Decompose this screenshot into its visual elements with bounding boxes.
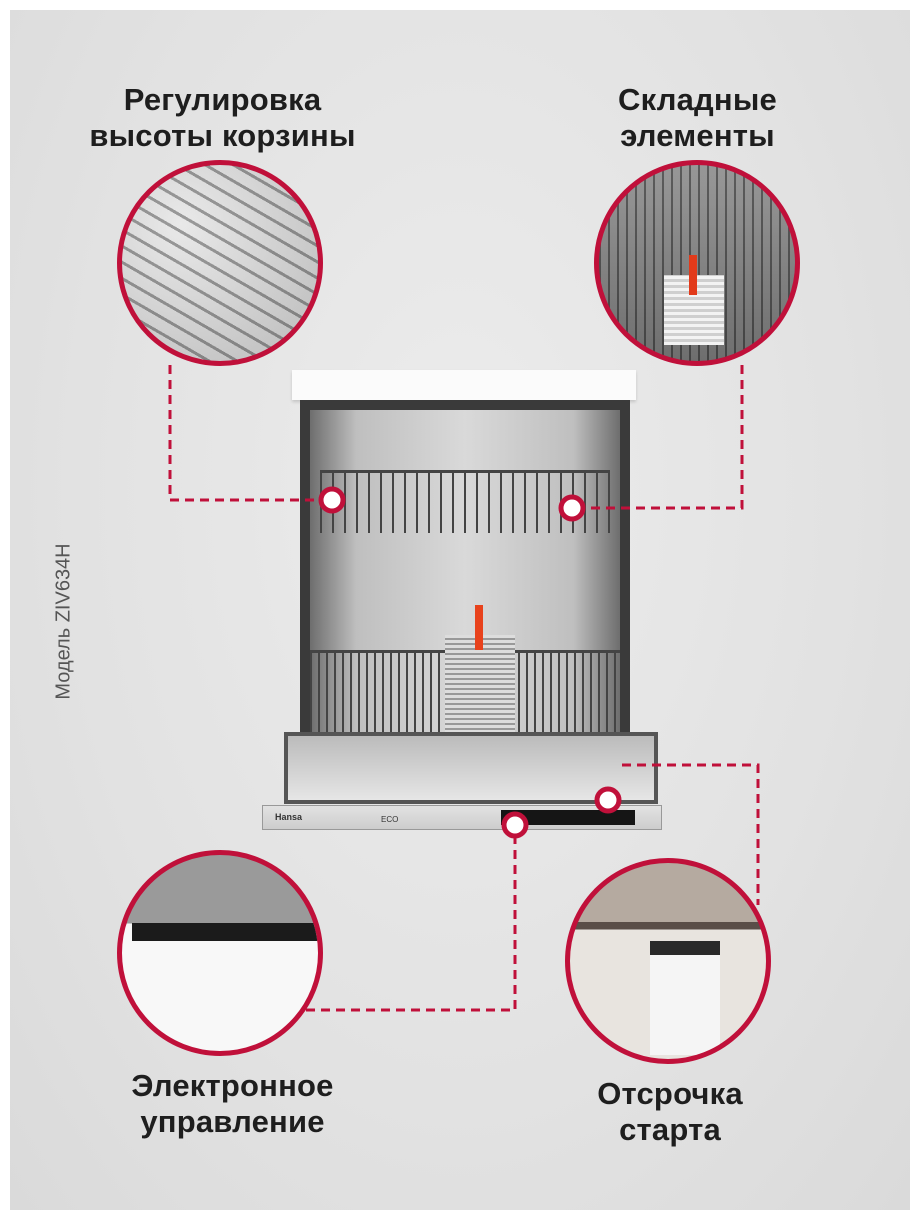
red-holder xyxy=(475,605,483,650)
caption-delay-start: Отсрочка старта xyxy=(550,1076,790,1148)
cutlery-basket xyxy=(445,635,515,735)
door-inner xyxy=(284,732,658,804)
callout-line-control xyxy=(305,835,517,1012)
callout-line-basket xyxy=(168,365,325,502)
caption-line: Электронное xyxy=(131,1068,334,1103)
caption-electronic-control: Электронное управление xyxy=(90,1068,375,1140)
red-holder xyxy=(689,255,697,295)
caption-line: старта xyxy=(619,1112,721,1147)
eco-indicator: ECO xyxy=(381,815,399,824)
marker-control xyxy=(501,811,529,839)
caption-line: Регулировка xyxy=(123,82,322,117)
marker-delay xyxy=(594,786,622,814)
brand-logo: Hansa xyxy=(275,812,303,822)
kitchen-photo-circle xyxy=(565,858,771,1064)
callout-line-delay xyxy=(622,763,760,905)
control-panel-photo-circle xyxy=(117,850,323,1056)
control-panel: Hansa ECO xyxy=(262,805,662,830)
caption-line: элементы xyxy=(620,118,775,153)
callout-lines xyxy=(168,365,760,1012)
callout-line-folding xyxy=(590,365,744,510)
panel-strip xyxy=(132,923,318,941)
marker-folding xyxy=(558,494,586,522)
caption-line: высоты корзины xyxy=(89,118,356,153)
basket-photo-circle xyxy=(117,160,323,366)
caption-line: управление xyxy=(140,1104,325,1139)
caption-folding-elements: Складные элементы xyxy=(570,82,825,154)
infographic: Регулировка высоты корзины Складные элем… xyxy=(10,10,910,1210)
display-panel[interactable] xyxy=(501,810,635,825)
caption-line: Складные xyxy=(618,82,777,117)
folding-photo-circle xyxy=(594,160,800,366)
countertop xyxy=(292,370,636,400)
kitchen-dishwasher xyxy=(650,941,720,1055)
marker-basket xyxy=(318,486,346,514)
caption-basket-height: Регулировка высоты корзины xyxy=(70,82,375,154)
caption-line: Отсрочка xyxy=(597,1076,743,1111)
